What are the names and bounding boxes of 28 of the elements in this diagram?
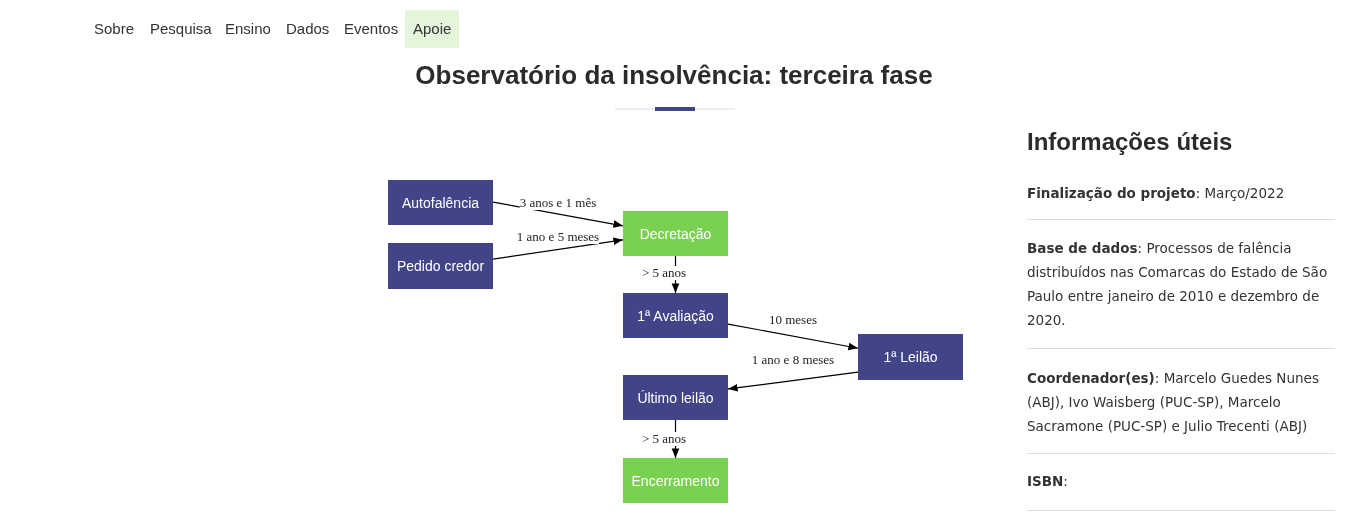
nav-link: Pesquisa xyxy=(149,19,213,39)
arrow xyxy=(727,371,859,392)
info-paragraph: Finalização do projeto: Março/2022 xyxy=(1027,184,1286,203)
edge-label: > 5 anos xyxy=(641,266,687,280)
nav-link: Dados xyxy=(285,19,331,39)
process-box: Decretação xyxy=(623,211,728,256)
nav-link: Sobre xyxy=(93,19,136,39)
arrow xyxy=(727,323,859,351)
process-box: Último leilão xyxy=(623,375,728,420)
info-paragraph: ISBN: xyxy=(1027,472,1069,491)
edge-label: 3 anos e 1 mês xyxy=(519,196,597,210)
process-box: Autofalência xyxy=(388,180,493,225)
nav-link: Ensino xyxy=(224,19,272,39)
edge-label: 1 ano e 8 meses xyxy=(751,353,835,367)
process-box: Encerramento xyxy=(623,458,728,503)
info-paragraph: Coordenador(es): Marcelo Guedes Nunes (ABJ), Ivo Waisberg (PUC-SP), Marcelo Sacramone (PUC-SP) e Julio Trecenti (ABJ) xyxy=(1027,369,1320,436)
page-title: Observatório da insolvência: terceira fase xyxy=(414,60,934,91)
process-box: 1ª Leilão xyxy=(858,334,963,380)
arrow xyxy=(492,237,624,260)
info-paragraph: Base de dados: Processos de falência distribuídos nas Comarcas do Estado de São Paulo entre janeiro de 2010 e dezembro de 2020. xyxy=(1027,239,1329,330)
nav-link: Eventos xyxy=(343,19,400,39)
nav-link: Apoie xyxy=(405,10,460,48)
process-box: 1ª Avaliação xyxy=(623,293,728,338)
edge-label: 1 ano e 5 meses xyxy=(516,230,600,244)
process-box: Pedido credor xyxy=(388,243,493,289)
edge-label: > 5 anos xyxy=(641,432,687,446)
sidebar-heading: Informações úteis xyxy=(1027,128,1233,156)
edge-label: 10 meses xyxy=(769,313,817,327)
